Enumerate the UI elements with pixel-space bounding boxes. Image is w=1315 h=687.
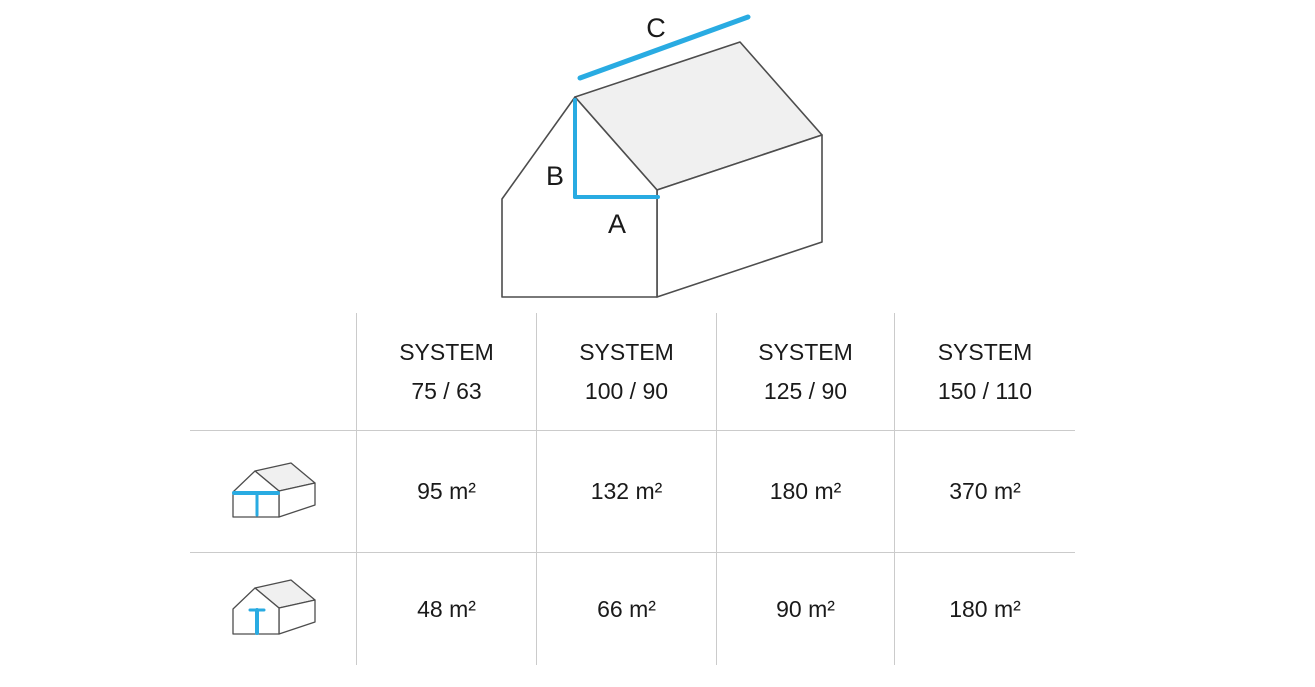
label-a: A <box>608 209 626 239</box>
table-cell: 180 m² <box>717 430 895 552</box>
column-header-system-100-90: SYSTEM 100 / 90 <box>537 313 717 430</box>
row-icon-cell <box>190 430 357 552</box>
header-line2: 75 / 63 <box>411 377 482 404</box>
header-line1: SYSTEM <box>579 338 674 365</box>
table-cell: 370 m² <box>895 430 1075 552</box>
house-downpipe-icon <box>232 579 316 635</box>
header-line2: 150 / 110 <box>937 377 1033 404</box>
table-cell: 95 m² <box>357 430 537 552</box>
row-icon-cell <box>190 552 357 665</box>
header-line1: SYSTEM <box>758 338 853 365</box>
dimension-line-c <box>577 14 751 81</box>
label-b: B <box>546 161 564 191</box>
table-cell: 90 m² <box>717 552 895 665</box>
column-header-system-75-63: SYSTEM 75 / 63 <box>357 313 537 430</box>
label-c: C <box>646 13 666 43</box>
header-line2: 100 / 90 <box>584 377 669 404</box>
column-header-system-150-110: SYSTEM 150 / 110 <box>895 313 1075 430</box>
table-cell: 180 m² <box>895 552 1075 665</box>
header-empty-cell <box>190 313 357 430</box>
table-cell: 66 m² <box>537 552 717 665</box>
table-cell: 48 m² <box>357 552 537 665</box>
house-gutter-icon <box>232 461 316 518</box>
house-dimension-diagram: C B A <box>501 13 823 298</box>
column-header-system-125-90: SYSTEM 125 / 90 <box>717 313 895 430</box>
header-line1: SYSTEM <box>399 338 494 365</box>
capacity-table: SYSTEM 75 / 63 SYSTEM 100 / 90 SYSTEM 12… <box>190 313 1075 665</box>
header-line2: 125 / 90 <box>763 377 848 404</box>
table-cell: 132 m² <box>537 430 717 552</box>
header-line1: SYSTEM <box>937 338 1033 365</box>
